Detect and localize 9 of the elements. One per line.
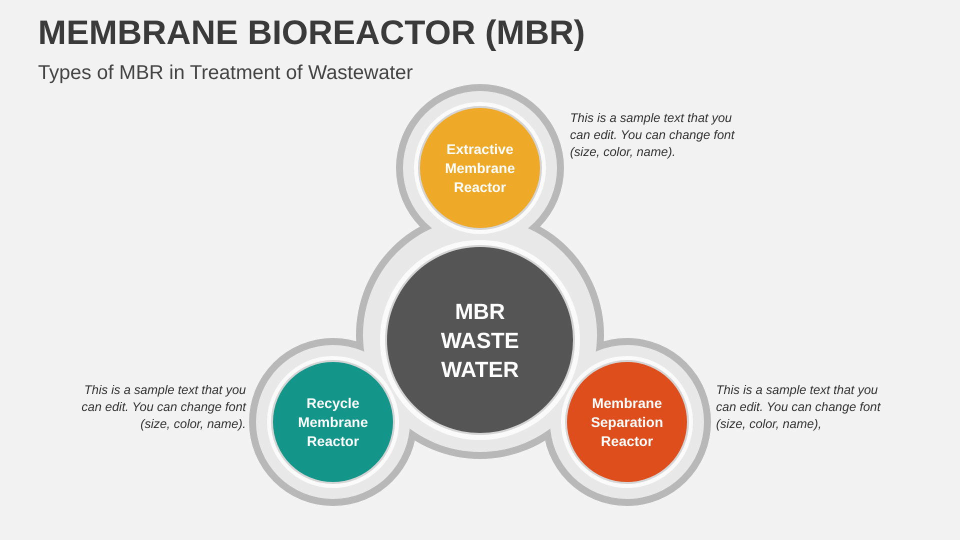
node-label: Extractive Membrane Reactor <box>444 140 516 196</box>
node-label: Recycle Membrane Reactor <box>296 394 370 450</box>
node-label: Membrane Separation Reactor <box>590 394 664 450</box>
description-text: This is a sample text that you can edit. You can change font (size, color, name), <box>716 382 882 433</box>
description-text: This is a sample text that you can edit. You can change font (size, color, name). <box>80 382 246 433</box>
subtitle: Types of MBR in Treatment of Wastewater <box>38 62 413 85</box>
description-text: This is a sample text that you can edit. You can change font (size, color, name). <box>570 110 736 161</box>
node-label: MBR WASTE WATER <box>440 298 520 384</box>
title: MEMBRANE BIOREACTOR (MBR) <box>38 14 586 53</box>
